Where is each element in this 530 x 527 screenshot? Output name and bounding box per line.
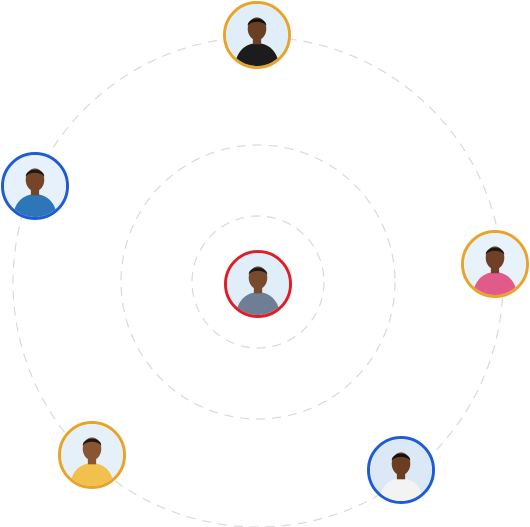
person-avatar-icon (226, 4, 288, 66)
avatar-body (472, 272, 518, 295)
avatar-right (461, 230, 529, 298)
avatar-top (223, 1, 291, 69)
person-avatar-icon (464, 233, 526, 295)
avatar-body (234, 43, 280, 66)
avatar-head (25, 168, 45, 192)
avatar-hair (391, 453, 411, 461)
avatar-head (485, 246, 505, 270)
avatar-bottom-right (367, 436, 435, 504)
avatar-hair (247, 18, 267, 26)
avatar-body (69, 463, 115, 486)
avatar-head (248, 266, 268, 290)
avatar-body (12, 194, 58, 217)
avatar-head (82, 437, 102, 461)
avatar-head (247, 17, 267, 41)
avatar-hair (485, 247, 505, 255)
avatar-body (378, 478, 424, 501)
avatar-bottom-left (58, 421, 126, 489)
avatar-hair (25, 169, 45, 177)
avatar-center (224, 250, 292, 318)
person-avatar-icon (61, 424, 123, 486)
middle-orbit-ring (120, 144, 396, 420)
avatar-head (391, 452, 411, 476)
person-avatar-icon (4, 155, 66, 217)
avatar-body (235, 292, 281, 315)
person-avatar-icon (370, 439, 432, 501)
avatar-hair (248, 267, 268, 275)
inner-orbit-ring (191, 215, 325, 349)
avatar-hair (82, 438, 102, 446)
avatar-left (1, 152, 69, 220)
person-avatar-icon (227, 253, 289, 315)
